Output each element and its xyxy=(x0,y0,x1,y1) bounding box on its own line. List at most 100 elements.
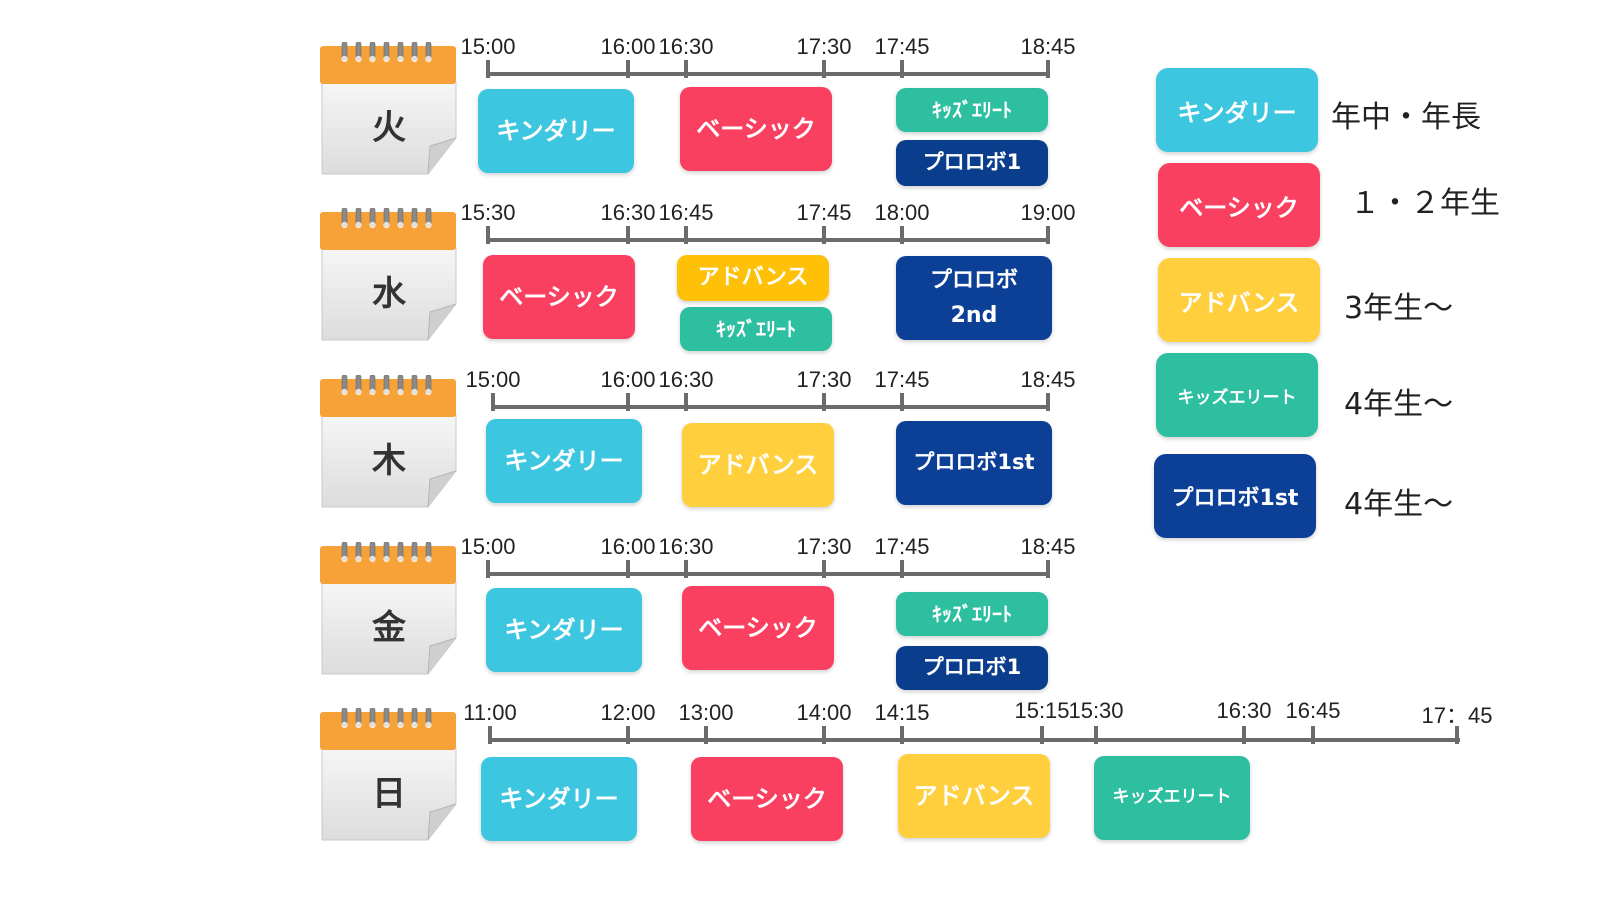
time-label: 16:30 xyxy=(658,367,714,392)
class-block: ｷｯｽﾞｴﾘｰﾄ xyxy=(896,88,1048,132)
timeline-axis xyxy=(488,572,1050,576)
time-label: 11:00 xyxy=(463,700,517,725)
timeline-tick xyxy=(1046,60,1050,78)
time-label: 16:30 xyxy=(600,200,656,225)
time-label: 15:00 xyxy=(460,34,516,59)
timeline-tick xyxy=(1455,726,1459,744)
class-block: キッズエリート xyxy=(1094,756,1250,840)
class-block: ベーシック xyxy=(691,757,843,841)
calendar-icon: 火 xyxy=(318,42,460,175)
timeline-tick xyxy=(626,726,630,744)
time-label: 16:45 xyxy=(1285,698,1341,723)
time-label: 16:00 xyxy=(600,34,656,59)
time-label: 17:45 xyxy=(874,367,930,392)
legend-description: 4年生〜 xyxy=(1344,387,1454,422)
timeline-tick xyxy=(491,393,495,411)
class-block: アドバンス xyxy=(682,423,834,507)
time-label: 13:00 xyxy=(678,700,734,725)
time-label: 18:45 xyxy=(1020,367,1076,392)
timeline-tick xyxy=(900,560,904,578)
time-label: 16:00 xyxy=(600,534,656,559)
calendar-icon: 水 xyxy=(318,208,460,341)
time-label: 18:45 xyxy=(1020,34,1076,59)
time-label: 17：45 xyxy=(1421,703,1493,728)
class-block: ｷｯｽﾞｴﾘｰﾄ xyxy=(896,592,1048,636)
time-label: 16:00 xyxy=(600,367,656,392)
class-block: ベーシック xyxy=(680,87,832,171)
timeline-tick xyxy=(626,60,630,78)
legend-swatch: プロロボ1st xyxy=(1154,454,1316,538)
legend-description: 年中・年長 xyxy=(1331,100,1481,135)
class-block: ｷｯｽﾞｴﾘｰﾄ xyxy=(680,307,832,351)
legend-swatch: キッズエリート xyxy=(1156,353,1318,437)
time-label: 16:30 xyxy=(1216,698,1272,723)
timeline-tick xyxy=(822,226,826,244)
timeline-axis xyxy=(488,72,1050,76)
time-label: 17:45 xyxy=(874,34,930,59)
time-label: 17:30 xyxy=(796,367,852,392)
timeline-tick xyxy=(1046,226,1050,244)
legend-swatch: ベーシック xyxy=(1158,163,1320,247)
timeline-tick xyxy=(900,60,904,78)
calendar-icon: 木 xyxy=(318,375,460,508)
day-label: 日 xyxy=(372,774,406,814)
timeline-tick xyxy=(1094,726,1098,744)
timeline-tick xyxy=(822,726,826,744)
timeline-tick xyxy=(684,393,688,411)
class-block: アドバンス xyxy=(898,754,1050,838)
timeline-tick xyxy=(900,226,904,244)
timeline-axis xyxy=(493,405,1050,409)
time-label: 16:30 xyxy=(658,34,714,59)
time-label: 16:30 xyxy=(658,534,714,559)
legend-swatch: アドバンス xyxy=(1158,258,1320,342)
timeline-tick xyxy=(900,393,904,411)
class-block: キンダリー xyxy=(481,757,637,841)
time-label: 14:15 xyxy=(874,700,930,725)
timeline-tick xyxy=(626,226,630,244)
timeline-axis xyxy=(488,238,1050,242)
timeline-axis xyxy=(490,738,1460,742)
time-label: 15:30 xyxy=(460,200,516,225)
time-label: 17:45 xyxy=(874,534,930,559)
time-label: 15:15 xyxy=(1014,698,1070,723)
timeline-tick xyxy=(684,226,688,244)
time-label: 15:00 xyxy=(460,534,516,559)
class-block: プロロボ 2nd xyxy=(896,256,1052,340)
day-label: 火 xyxy=(372,108,406,148)
class-block: キンダリー xyxy=(486,419,642,503)
timeline-tick xyxy=(486,60,490,78)
class-block: プロロボ1 xyxy=(896,140,1048,186)
class-block: ベーシック xyxy=(682,586,834,670)
day-label: 金 xyxy=(372,608,406,648)
time-label: 18:00 xyxy=(874,200,930,225)
timeline-tick xyxy=(1046,560,1050,578)
timeline-tick xyxy=(486,560,490,578)
timeline-tick xyxy=(1040,726,1044,744)
timeline-tick xyxy=(486,226,490,244)
time-label: 17:30 xyxy=(796,534,852,559)
class-block: プロロボ1 xyxy=(896,646,1048,690)
time-label: 18:45 xyxy=(1020,534,1076,559)
timeline-tick xyxy=(704,726,708,744)
time-label: 12:00 xyxy=(600,700,656,725)
timeline-tick xyxy=(684,60,688,78)
time-label: 16:45 xyxy=(658,200,714,225)
timeline-tick xyxy=(684,560,688,578)
timeline-tick xyxy=(822,560,826,578)
day-label: 木 xyxy=(372,441,406,481)
timeline-tick xyxy=(1311,726,1315,744)
timeline-tick xyxy=(626,393,630,411)
time-label: 14:00 xyxy=(796,700,852,725)
timeline-tick xyxy=(822,393,826,411)
class-block: ベーシック xyxy=(483,255,635,339)
legend-description: 3年生〜 xyxy=(1344,291,1454,326)
time-label: 15:00 xyxy=(465,367,521,392)
class-block: アドバンス xyxy=(677,255,829,301)
legend-swatch: キンダリー xyxy=(1156,68,1318,152)
time-label: 19:00 xyxy=(1020,200,1076,225)
